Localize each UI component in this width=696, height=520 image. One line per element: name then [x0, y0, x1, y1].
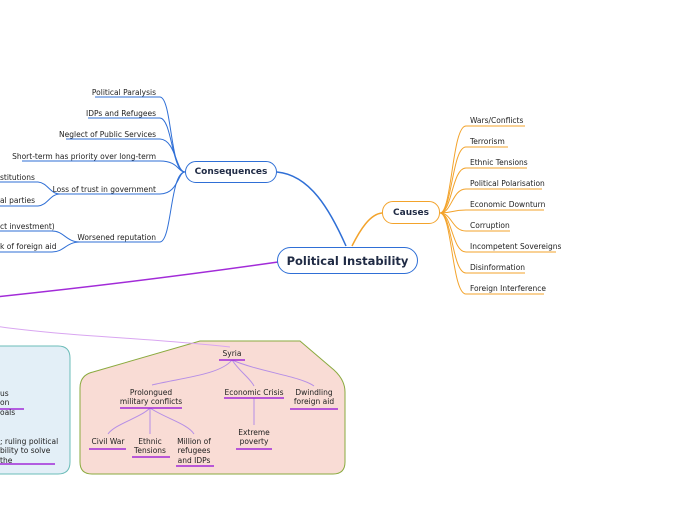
syria-ethnic-tensions[interactable]: Ethnic Tensions — [134, 437, 166, 456]
reputation-child[interactable]: k of foreign aid — [0, 242, 57, 251]
consequence-item[interactable]: IDPs and Refugees — [86, 109, 156, 118]
cause-item[interactable]: Incompetent Sovereigns — [470, 242, 562, 251]
left-panel-text[interactable]: us on oals — [0, 389, 16, 417]
consequence-item[interactable]: Neglect of Public Services — [59, 130, 156, 139]
causes-node[interactable]: Causes — [382, 201, 440, 224]
left-panel-text[interactable]: ; ruling political bility to solve the — [0, 437, 59, 465]
consequence-item[interactable]: Short-term has priority over long-term — [12, 152, 156, 161]
trust-child[interactable]: stitutions — [0, 173, 35, 182]
cause-item[interactable]: Wars/Conflicts — [470, 116, 524, 125]
cause-item[interactable]: Foreign Interference — [470, 284, 547, 293]
consequence-item[interactable]: Political Paralysis — [91, 88, 156, 97]
syria-civil-war[interactable]: Civil War — [91, 437, 125, 446]
trust-child[interactable]: al parties — [0, 196, 36, 205]
cause-item[interactable]: Economic Downturn — [470, 200, 546, 209]
cause-item[interactable]: Disinformation — [470, 263, 526, 272]
syria-foreign-aid[interactable]: Dwindling foreign aid — [293, 388, 335, 407]
syria-refugees[interactable]: Million of refugees and IDPs — [177, 437, 211, 465]
consequence-item[interactable]: Worsened reputation — [77, 233, 156, 242]
central-topic[interactable]: Political Instability — [277, 247, 418, 274]
cause-item[interactable]: Political Polarisation — [470, 179, 545, 188]
consequence-item[interactable]: Loss of trust in government — [52, 185, 156, 194]
syria-conflicts[interactable]: Prolongued military conflicts — [119, 388, 183, 407]
syria-extreme-poverty[interactable]: Extreme poverty — [238, 428, 270, 447]
cause-item[interactable]: Ethnic Tensions — [470, 158, 528, 167]
left-panel — [0, 345, 71, 475]
syria-title[interactable]: Syria — [222, 349, 242, 358]
cause-item[interactable]: Corruption — [470, 221, 510, 230]
reputation-child[interactable]: ct investment) — [0, 222, 55, 231]
cause-item[interactable]: Terrorism — [470, 137, 505, 146]
syria-economic-crisis[interactable]: Economic Crisis — [224, 388, 284, 397]
consequences-node[interactable]: Consequences — [185, 161, 277, 183]
